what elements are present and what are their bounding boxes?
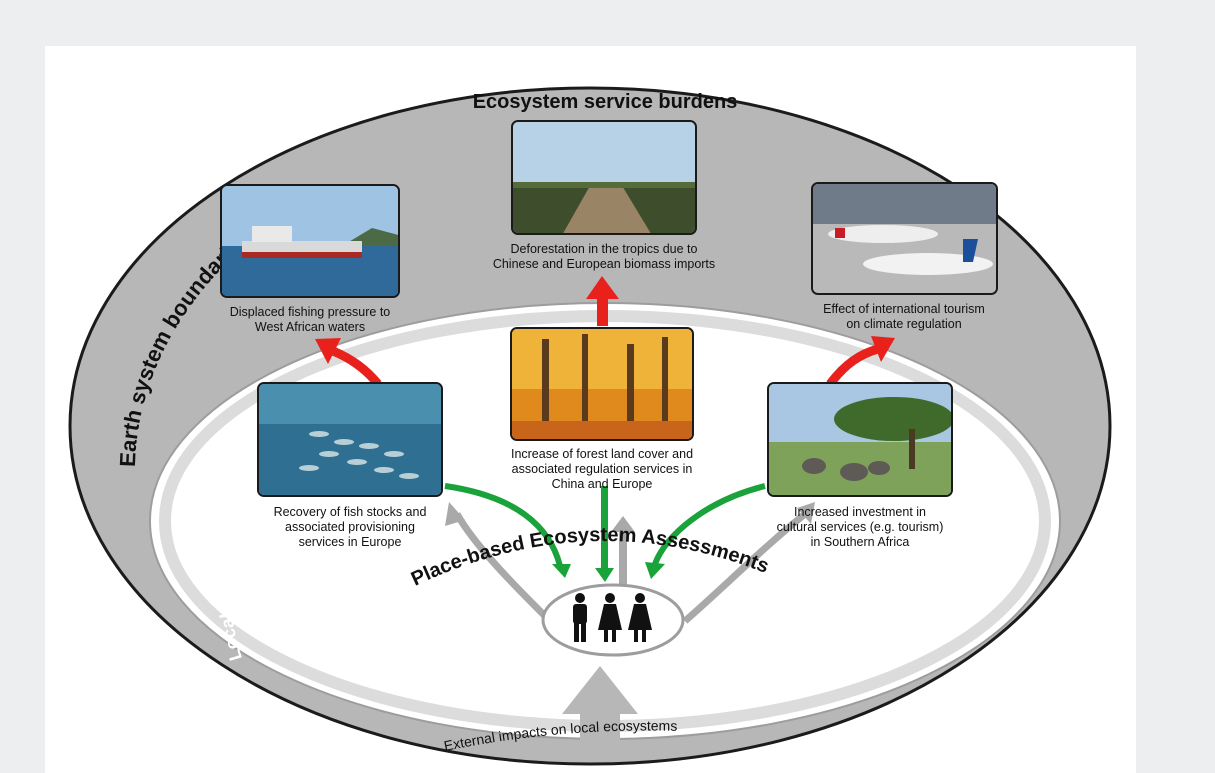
- burden-arrows: [315, 276, 895, 387]
- feedback-arrows: [445, 502, 815, 624]
- caption-line: Deforestation in the tropics due to: [510, 242, 698, 256]
- burden-arrow-fishing: [331, 346, 382, 387]
- caption-line: associated regulation services in: [511, 462, 693, 476]
- caption-line: in Southern Africa: [810, 535, 910, 549]
- service-caption-africa: Increased investment in cultural service…: [750, 505, 970, 550]
- feedback-arrowhead-africa: [797, 502, 815, 524]
- service-arrowhead-forest: [595, 568, 614, 582]
- woman-icon: [628, 593, 652, 642]
- deforestation-photo: [511, 120, 697, 235]
- caption-line: Increased investment in: [793, 505, 926, 519]
- autumn-forest-photo: [510, 327, 694, 441]
- man-icon: [573, 593, 587, 642]
- caption-line: services in Europe: [298, 535, 402, 549]
- service-arrow-forest: [601, 486, 608, 570]
- caption-line: Increase of forest land cover and: [510, 447, 694, 461]
- feedback-arrowhead-forest: [611, 516, 635, 532]
- burden-caption-fishing: Displaced fishing pressure to West Afric…: [195, 305, 425, 335]
- caption-line: Displaced fishing pressure to: [229, 305, 391, 319]
- service-caption-fish: Recovery of fish stocks and associated p…: [245, 505, 455, 550]
- feedback-arrow-fish: [453, 512, 548, 619]
- caption-line: cultural services (e.g. tourism): [776, 520, 944, 534]
- service-arrowhead-africa: [645, 562, 665, 579]
- caption-line: Effect of international tourism: [823, 302, 985, 316]
- feedback-arrow-forest: [619, 526, 627, 586]
- caption-line: on climate regulation: [846, 317, 962, 331]
- service-arrows: [444, 483, 766, 582]
- fish-school-photo: [257, 382, 443, 497]
- service-arrow-fish: [444, 483, 563, 567]
- burden-arrowhead-tourism: [871, 336, 895, 362]
- caption-line: West African waters: [254, 320, 366, 334]
- airport-planes-photo: [811, 182, 998, 295]
- burden-caption-deforestation: Deforestation in the tropics due to Chin…: [469, 242, 739, 272]
- caption-line: Recovery of fish stocks and: [273, 505, 427, 519]
- outer-title: Ecosystem service burdens: [473, 91, 738, 113]
- burden-arrowhead-deforestation: [586, 276, 619, 299]
- burden-arrow-tourism: [826, 344, 880, 387]
- external-impacts-arrow: [562, 666, 638, 746]
- service-caption-forest: Increase of forest land cover and associ…: [485, 447, 719, 492]
- feedback-arrowhead-fish: [445, 502, 465, 526]
- caption-line: associated provisioning: [285, 520, 415, 534]
- service-arrowhead-fish: [552, 564, 571, 578]
- caption-line: China and Europe: [551, 477, 653, 491]
- feedback-arrow-africa: [682, 511, 808, 624]
- elephants-savanna-photo: [767, 382, 953, 497]
- burden-caption-tourism: Effect of international tourism on clima…: [789, 302, 1019, 332]
- diagram-figure: Ecosystem service burdens Earth system b…: [45, 46, 1136, 773]
- woman-icon: [598, 593, 622, 642]
- burden-arrowhead-fishing: [315, 338, 341, 364]
- burden-arrow-deforestation: [597, 296, 608, 326]
- caption-line: Chinese and European biomass imports: [492, 257, 716, 271]
- service-arrow-africa: [652, 483, 766, 566]
- fishing-vessel-photo: [220, 184, 400, 298]
